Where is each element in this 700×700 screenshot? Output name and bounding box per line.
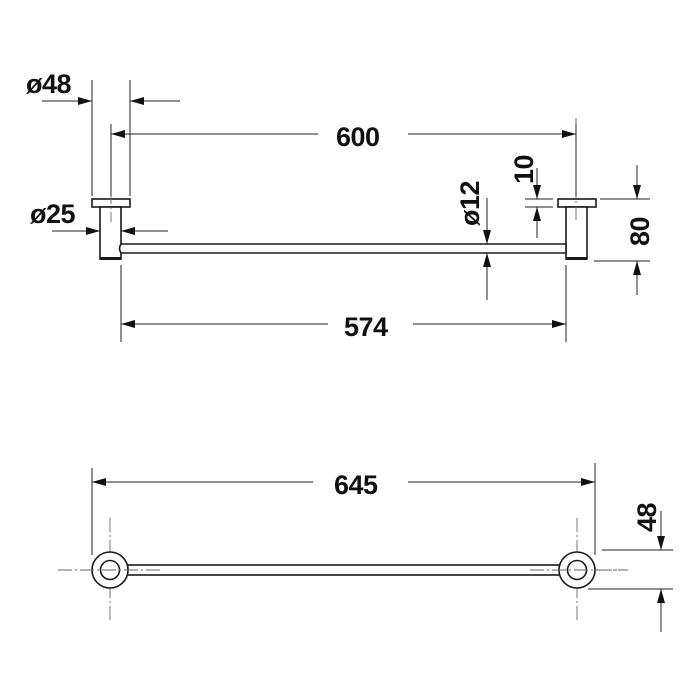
dim-inner-length: 574: [120, 265, 567, 342]
right-post-base: [566, 257, 587, 260]
label-height: 80: [625, 217, 655, 246]
label-rosette-diameter: ø48: [26, 69, 72, 99]
label-overall-center-length: 600: [336, 122, 380, 152]
dim-height: 80: [594, 165, 655, 295]
dim-rosette-diameter: ø48: [26, 69, 180, 196]
rod-front: [118, 243, 567, 254]
label-post-diameter: ø25: [30, 199, 76, 229]
label-rod-diameter: ø12: [455, 181, 485, 226]
right-rosette: [557, 198, 597, 208]
right-post: [565, 206, 588, 260]
front-view: ø48 600 ø25 ø12 10: [26, 69, 655, 342]
label-depth: 48: [632, 502, 662, 532]
dim-rod-diameter: ø12: [455, 181, 491, 300]
label-inner-length: 574: [344, 312, 388, 342]
dim-rosette-thickness: 10: [509, 155, 553, 238]
dim-post-diameter: ø25: [30, 199, 168, 235]
dim-depth: 48: [588, 502, 673, 632]
dim-overall-length: 645: [91, 463, 596, 555]
label-overall-length: 645: [334, 470, 378, 500]
left-post: [99, 206, 122, 260]
dim-overall-center-length: 600: [110, 122, 577, 196]
right-bracket: [557, 118, 597, 260]
top-view: 645 48: [58, 463, 673, 632]
left-post-base: [100, 257, 121, 260]
label-rosette-thickness: 10: [509, 155, 539, 184]
rod-top: [116, 564, 570, 576]
